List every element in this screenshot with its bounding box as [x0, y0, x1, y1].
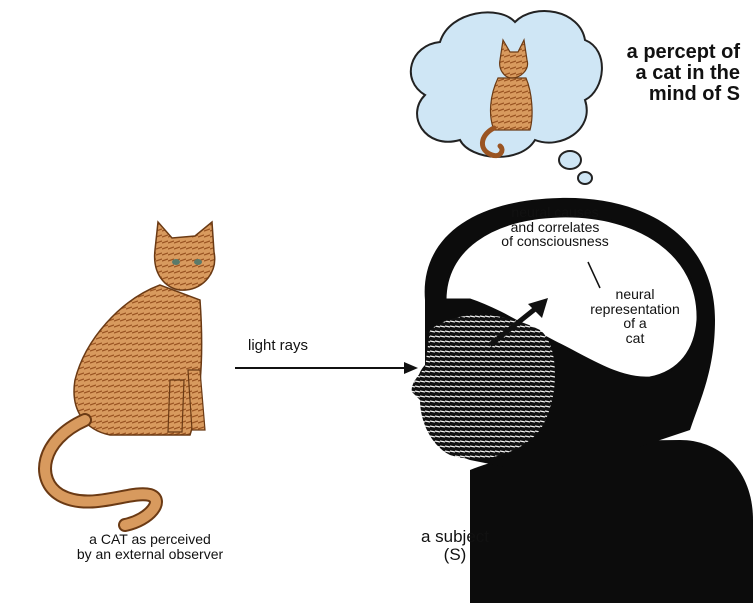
cat-illustration	[45, 222, 215, 525]
neural-line1: neural causes	[470, 205, 640, 220]
neural-representation-label: neural representation of a cat	[565, 287, 705, 346]
percept-label: a percept of a cat in the mind of S	[560, 42, 740, 105]
percept-label-line3: mind of S	[560, 84, 740, 105]
light-rays-arrow	[235, 362, 418, 374]
rep-line4: cat	[565, 331, 705, 346]
cat-caption-line1: a CAT as perceived	[20, 532, 280, 547]
subject-caption-line2: (S)	[400, 546, 510, 564]
percept-label-line1: a percept of	[560, 42, 740, 63]
rep-line2: representation	[565, 302, 705, 317]
light-rays-label: light rays	[248, 338, 308, 354]
percept-label-line2: a cat in the	[560, 63, 740, 84]
neural-line3: of consciousness	[470, 234, 640, 249]
rep-line3: of a	[565, 316, 705, 331]
cat-caption-line2: by an external observer	[20, 547, 280, 562]
neural-correlates-label: neural causes and correlates of consciou…	[470, 205, 640, 249]
neural-line2: and correlates	[470, 220, 640, 235]
rep-line1: neural	[565, 287, 705, 302]
subject-caption: a subject (S)	[400, 528, 510, 564]
cat-caption: a CAT as perceived by an external observ…	[20, 532, 280, 561]
subject-caption-line1: a subject	[400, 528, 510, 546]
